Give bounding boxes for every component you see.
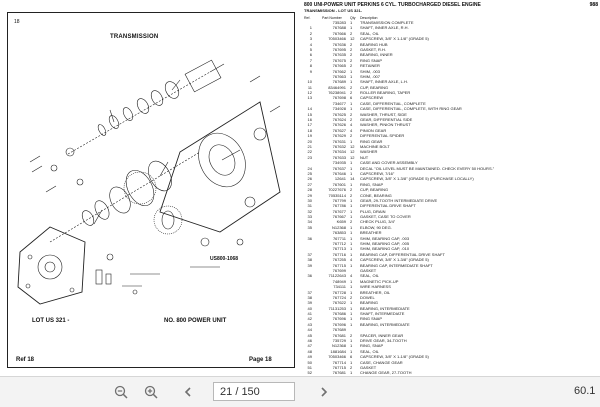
- parts-list-page-number: 988: [590, 2, 598, 8]
- lot-label: LOT US 321 -: [32, 318, 69, 324]
- header-number: 18: [14, 19, 20, 25]
- viewer-toolbar: 21 / 150 60.1: [0, 376, 600, 407]
- page-number-input[interactable]: 21 / 150: [213, 382, 295, 401]
- zoom-level[interactable]: 60.1: [574, 385, 595, 397]
- ref-label: Ref 18: [16, 357, 34, 363]
- zoom-in-icon[interactable]: [143, 385, 159, 399]
- diagram-title: TRANSMISSION: [110, 34, 158, 40]
- parts-list-subheader-text: TRANSMISSION - LOT US 321-: [304, 8, 362, 13]
- exploded-view-diagram: [10, 42, 292, 312]
- page-label: Page 18: [249, 357, 272, 363]
- parts-list-subheader: TRANSMISSION - LOT US 321-: [304, 8, 362, 13]
- next-page-icon[interactable]: [316, 385, 332, 399]
- current-page: 21: [220, 386, 232, 398]
- parts-list-page: 800 UNI-POWER UNIT PERKINS 6 CYL. TURBOC…: [298, 0, 600, 376]
- previous-page-icon[interactable]: [180, 385, 196, 399]
- unit-label: NO. 800 POWER UNIT: [164, 318, 226, 324]
- diagram-page: 18 TRANSMISSION: [2, 2, 298, 376]
- zoom-out-icon[interactable]: [113, 385, 129, 399]
- total-pages: 150: [241, 386, 259, 398]
- drawing-code: US800-1068: [210, 256, 238, 262]
